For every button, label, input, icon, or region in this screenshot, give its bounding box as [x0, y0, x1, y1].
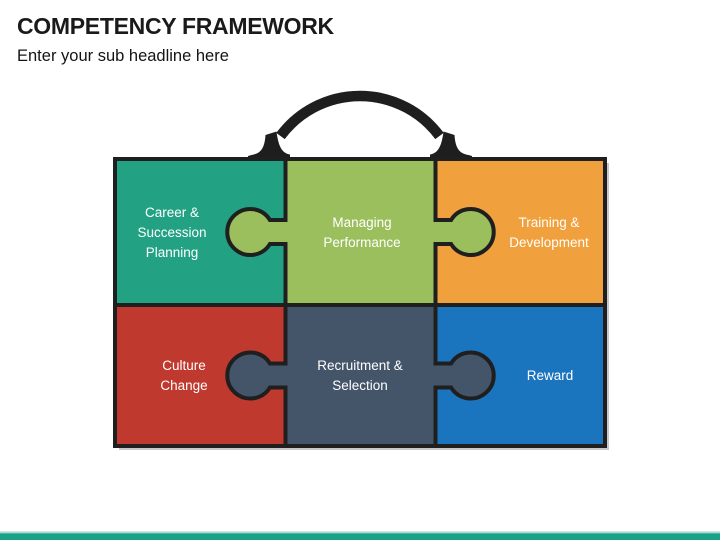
puzzle-piece-recruitment-selection — [225, 303, 496, 448]
footer-accent-bar — [0, 533, 720, 540]
footer-highlight-line — [0, 531, 720, 534]
page-subtitle: Enter your sub headline here — [17, 47, 229, 65]
handle-arc-icon — [276, 90, 444, 140]
handle-left-foot-icon — [248, 131, 290, 160]
page-title: COMPETENCY FRAMEWORK — [17, 13, 334, 39]
handle-right-foot-icon — [430, 131, 472, 160]
